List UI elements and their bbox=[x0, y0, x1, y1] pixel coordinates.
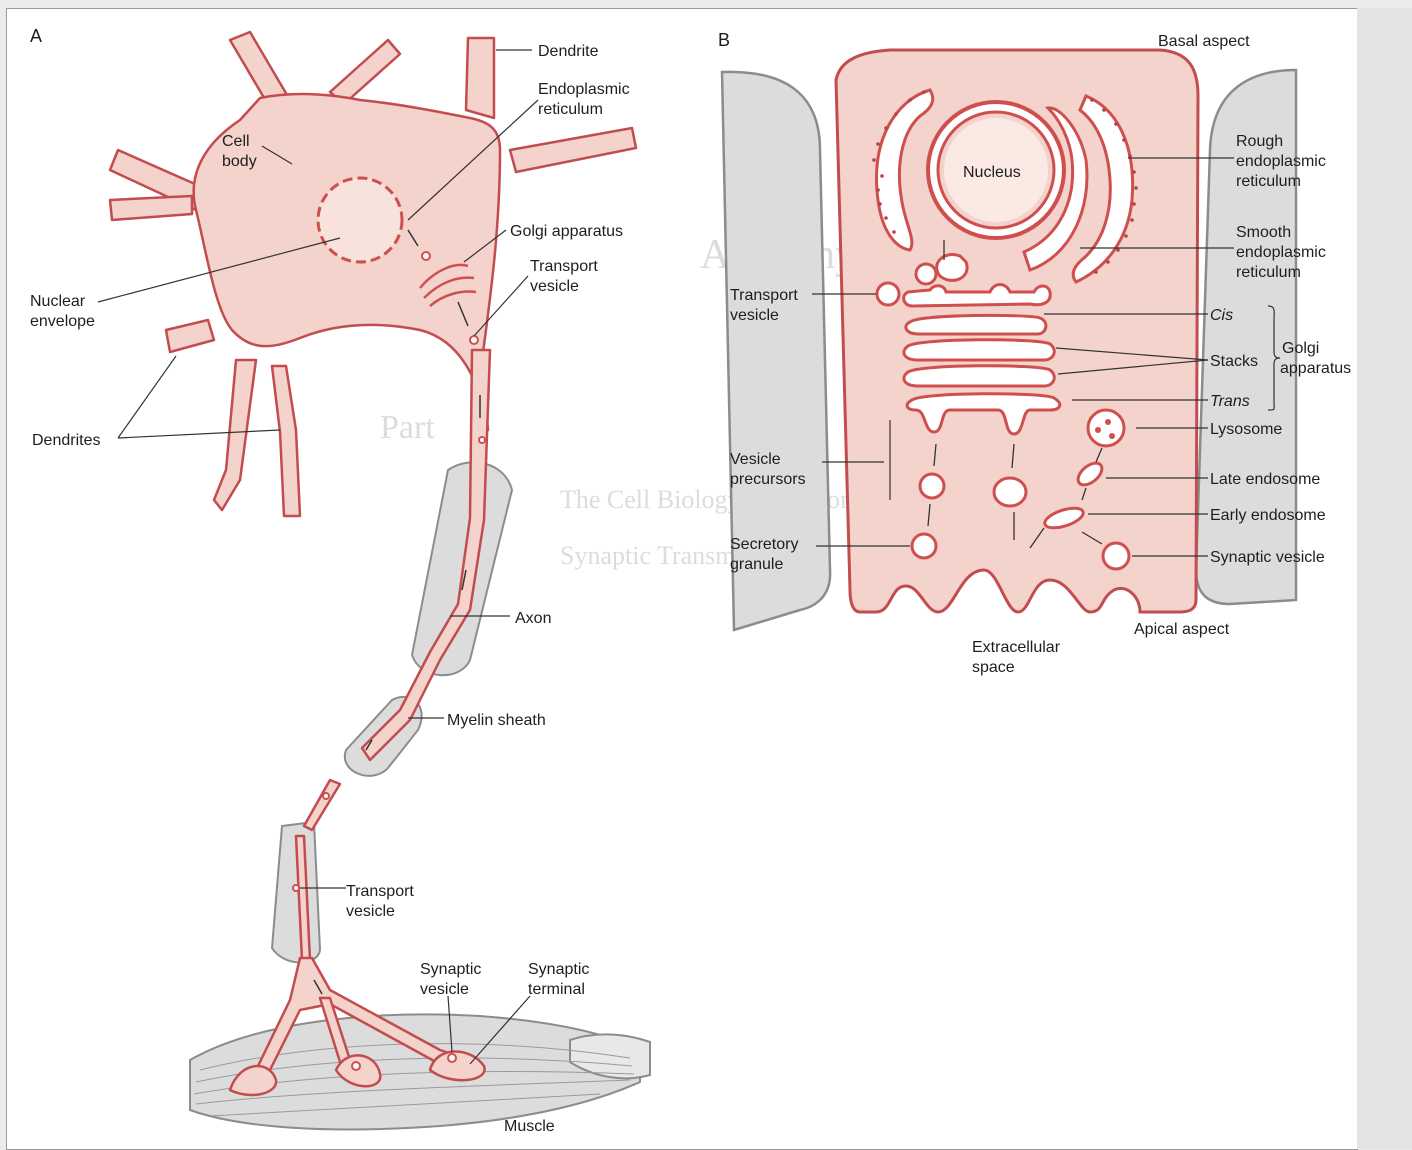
panel-a-neuron: A bbox=[30, 26, 650, 1135]
label-dendrite: Dendrite bbox=[538, 43, 599, 60]
label-dendrites: Dendrites bbox=[32, 432, 100, 449]
label-vesicle-prec-line2: precursors bbox=[730, 471, 806, 488]
label-er-line1: Endoplasmic bbox=[538, 81, 630, 98]
label-er-line2: reticulum bbox=[538, 101, 603, 118]
label-transport-line1: Transport bbox=[730, 287, 798, 304]
label-rough-line3: reticulum bbox=[1236, 173, 1301, 190]
neuron-nucleus bbox=[318, 178, 402, 262]
label-smooth-line3: reticulum bbox=[1236, 264, 1301, 281]
label-synaptic-terminal-line1: Synaptic bbox=[528, 961, 589, 978]
label-transport-line2: vesicle bbox=[730, 307, 779, 324]
panel-b-label: B bbox=[718, 30, 730, 50]
label-extracellular-line2: space bbox=[972, 659, 1015, 676]
label-nuclear-line1: Nuclear bbox=[30, 293, 86, 310]
label-trans: Trans bbox=[1210, 393, 1250, 410]
label-synaptic-vesicle-line1: Synaptic bbox=[420, 961, 481, 978]
label-secretory-line1: Secretory bbox=[730, 536, 798, 553]
label-transport-line2: vesicle bbox=[530, 278, 579, 295]
label-golgi-line1: Golgi bbox=[1282, 340, 1319, 357]
label-transport-line1: Transport bbox=[530, 258, 598, 275]
label-rough-line1: Rough bbox=[1236, 133, 1283, 150]
panel-a-label: A bbox=[30, 26, 42, 46]
label-muscle: Muscle bbox=[504, 1118, 555, 1135]
svg-text:Part: Part bbox=[380, 409, 435, 446]
label-axon: Axon bbox=[515, 610, 551, 627]
label-stacks: Stacks bbox=[1210, 353, 1258, 370]
label-transport-b-line1: Transport bbox=[346, 883, 414, 900]
label-cell-body-line2: body bbox=[222, 153, 257, 170]
label-late-endosome: Late endosome bbox=[1210, 471, 1320, 488]
label-rough-line2: endoplasmic bbox=[1236, 153, 1326, 170]
label-nucleus: Nucleus bbox=[963, 164, 1021, 181]
label-synaptic-vesicle-line2: vesicle bbox=[420, 981, 469, 998]
label-extracellular-line1: Extracellular bbox=[972, 639, 1061, 656]
label-secretory-line2: granule bbox=[730, 556, 783, 573]
label-synaptic-vesicle: Synaptic vesicle bbox=[1210, 549, 1325, 566]
label-early-endosome: Early endosome bbox=[1210, 507, 1326, 524]
label-golgi: Golgi apparatus bbox=[510, 223, 623, 240]
panel-b-cell: B bbox=[718, 30, 1351, 676]
label-myelin: Myelin sheath bbox=[447, 712, 546, 729]
label-cis: Cis bbox=[1210, 307, 1233, 324]
label-smooth-line1: Smooth bbox=[1236, 224, 1291, 241]
label-lysosome: Lysosome bbox=[1210, 421, 1282, 438]
label-smooth-line2: endoplasmic bbox=[1236, 244, 1326, 261]
label-nuclear-line2: envelope bbox=[30, 313, 95, 330]
label-vesicle-prec-line1: Vesicle bbox=[730, 451, 781, 468]
label-cell-body-line1: Cell bbox=[222, 133, 250, 150]
label-apical: Apical aspect bbox=[1134, 621, 1230, 638]
label-basal: Basal aspect bbox=[1158, 33, 1250, 50]
label-transport-b-line2: vesicle bbox=[346, 903, 395, 920]
label-synaptic-terminal-line2: terminal bbox=[528, 981, 585, 998]
label-golgi-line2: apparatus bbox=[1280, 360, 1351, 377]
